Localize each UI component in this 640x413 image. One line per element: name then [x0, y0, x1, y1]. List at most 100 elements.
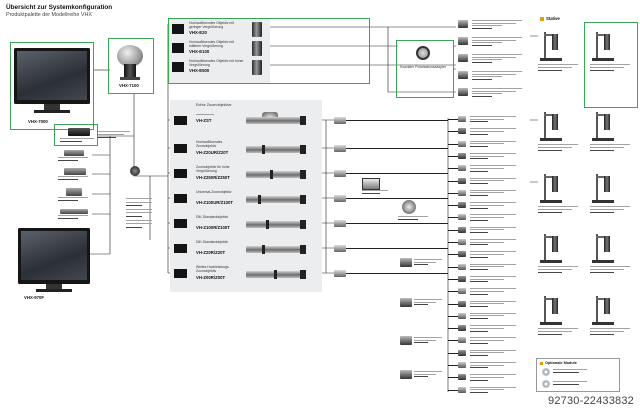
- text-line: [398, 216, 428, 218]
- disc-icon: [542, 368, 550, 376]
- magnification-tab: [172, 24, 184, 34]
- text-line: [470, 325, 516, 327]
- text-line: [472, 56, 516, 58]
- accessory-icon: [458, 300, 466, 307]
- stand-arm-icon: [544, 298, 556, 300]
- text-line: [470, 315, 504, 317]
- text-line: [538, 69, 562, 71]
- text-line: [470, 165, 516, 167]
- lens-ring: [300, 195, 306, 204]
- zoom-lens-model: VH-Z250R/Z250T: [196, 175, 230, 180]
- text-line: [470, 300, 516, 302]
- text-line: [470, 293, 488, 295]
- magnification-tab: [172, 62, 184, 72]
- text-line: [126, 223, 152, 225]
- section-bullet: [540, 17, 544, 21]
- text-line: [470, 130, 504, 132]
- lens-model: VHX-E20: [189, 30, 207, 35]
- optional-modules-title: Optionale Module: [545, 361, 577, 365]
- text-line: [553, 381, 587, 383]
- connector-stub: [448, 303, 458, 305]
- device-icon: [64, 168, 86, 175]
- zoom-lens-description: Universal-Zoomobjektiv: [196, 190, 232, 194]
- stand-arm-icon: [596, 298, 608, 300]
- text-line: [470, 327, 504, 329]
- lens-ring: [266, 220, 269, 229]
- connector-line: [346, 248, 448, 249]
- text-line: [538, 271, 562, 273]
- text-line: [590, 208, 624, 210]
- text-line: [414, 304, 428, 306]
- adapter-part-icon: [334, 145, 346, 152]
- text-line: [362, 190, 388, 192]
- polarizer-icon: [416, 46, 430, 60]
- text-line: [538, 146, 572, 148]
- accessory-icon: [458, 165, 466, 172]
- text-line: [60, 138, 94, 140]
- text-line: [472, 76, 502, 78]
- connector-line: [346, 148, 448, 149]
- zoom-lens-description: DIK-Standardobjektiv: [196, 215, 229, 219]
- connector-line: [326, 119, 334, 274]
- text-line: [58, 157, 88, 159]
- text-line: [470, 143, 504, 145]
- zoom-section-title: Echte Zoomobjektive: [196, 103, 232, 107]
- monitor-base: [36, 289, 72, 292]
- text-line: [126, 208, 152, 210]
- accessory-icon: [458, 128, 466, 135]
- text-line: [590, 211, 614, 213]
- text-line: [590, 333, 614, 335]
- connector-stub: [448, 389, 458, 391]
- accessory-icon: [458, 325, 466, 332]
- text-line: [470, 303, 504, 305]
- magnification-tab: [174, 169, 187, 178]
- text-line: [470, 241, 504, 243]
- stand-base-icon: [540, 138, 562, 141]
- highlight-frame: [396, 40, 454, 98]
- stand-arm-icon: [544, 114, 556, 116]
- connector-stub: [448, 328, 458, 329]
- text-line: [470, 133, 488, 135]
- stand-head-icon: [604, 298, 610, 314]
- text-line: [470, 140, 516, 142]
- stand-base-icon: [592, 260, 614, 263]
- stand-base-icon: [592, 322, 614, 325]
- text-line: [538, 149, 562, 151]
- text-line: [98, 131, 130, 133]
- text-line: [470, 364, 504, 366]
- text-line: [414, 259, 442, 261]
- accessory-icon: [458, 374, 466, 381]
- text-line: [470, 266, 504, 268]
- text-line: [414, 373, 436, 375]
- camera-foot-icon: [120, 77, 140, 80]
- highlight-frame: [108, 38, 154, 94]
- text-line: [470, 355, 488, 357]
- accessory-icon: [458, 263, 466, 270]
- text-line: [196, 114, 214, 116]
- connector-stub: [448, 340, 458, 341]
- text-line: [470, 367, 488, 369]
- text-line: [414, 339, 436, 341]
- lens-icon: [246, 117, 300, 124]
- magnification-tab: [174, 116, 187, 125]
- lens-model: VHX-E100: [189, 49, 210, 54]
- text-line: [553, 371, 579, 373]
- stand-pole-icon: [544, 174, 546, 200]
- text-line: [58, 159, 78, 161]
- text-line: [470, 278, 504, 280]
- device-icon: [64, 150, 84, 156]
- accessory-icon: [458, 362, 466, 368]
- text-line: [472, 37, 522, 39]
- text-line: [470, 386, 516, 388]
- zoom-lens-model: VH-Z20R/Z20T: [196, 250, 226, 255]
- connector-line: [133, 94, 168, 177]
- text-line: [472, 44, 492, 46]
- connector-stub: [448, 168, 458, 169]
- magnification-tab: [174, 144, 187, 153]
- lens-description: Hochauflösendes Objektiv mit hoher Vergr…: [189, 59, 244, 67]
- polarizer-label: Koaxialer Polarisationsadapter: [400, 65, 446, 69]
- text-line: [126, 226, 142, 228]
- text-line: [470, 244, 488, 246]
- text-line: [470, 337, 516, 339]
- lens-ring: [274, 270, 277, 279]
